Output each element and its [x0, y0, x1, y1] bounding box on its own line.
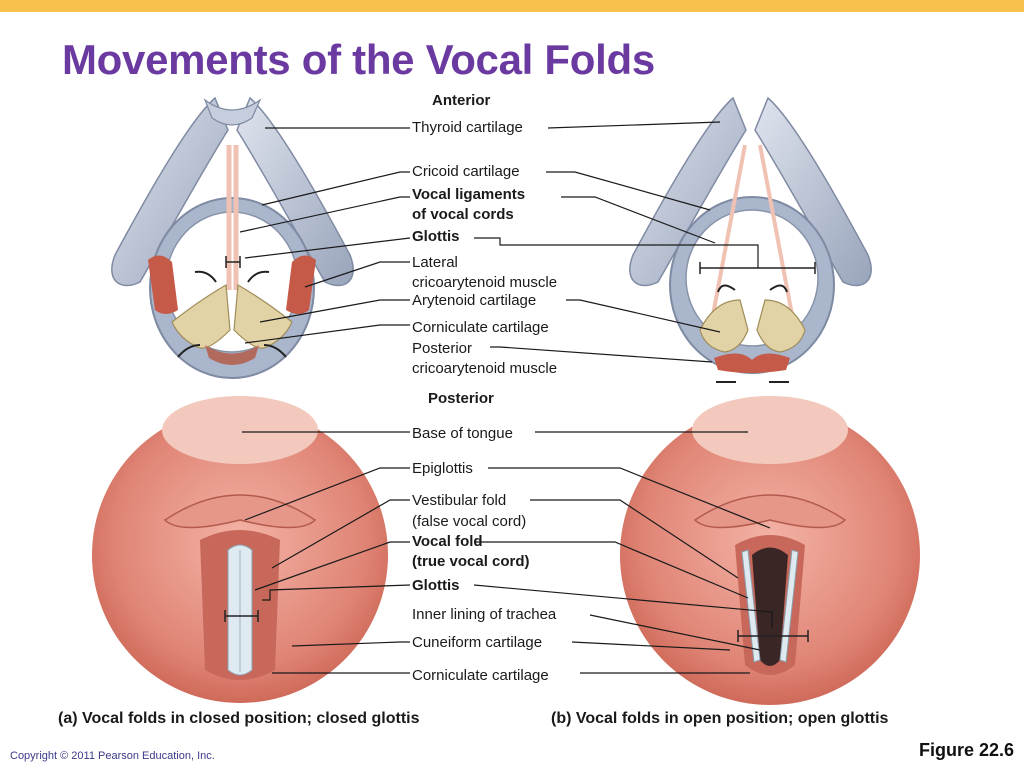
label-vestibular-fold: Vestibular fold	[412, 492, 507, 509]
label-base-of-tongue: Base of tongue	[412, 425, 513, 442]
anterior-label: Anterior	[432, 92, 491, 109]
label-glottis-bottom: Glottis	[412, 577, 460, 594]
label-thyroid-cartilage: Thyroid cartilage	[412, 119, 523, 136]
leader-lines	[239, 121, 773, 674]
closed-larynx-superior-view	[111, 96, 354, 379]
figure-number: Figure 22.6	[918, 740, 1014, 760]
label-lateral-cricoarytenoid-line2: cricoarytenoid muscle	[412, 274, 558, 291]
label-lateral-cricoarytenoid: Lateral	[412, 254, 458, 271]
caption-b: (b) Vocal folds in open position; open g…	[551, 710, 889, 727]
label-vestibular-fold-line2: (false vocal cord)	[412, 513, 527, 530]
label-corniculate-cartilage-top: Corniculate cartilage	[412, 319, 549, 336]
posterior-label: Posterior	[428, 390, 494, 407]
label-vocal-fold-line2: (true vocal cord)	[412, 553, 530, 570]
label-epiglottis: Epiglottis	[412, 460, 473, 477]
label-vocal-ligaments-line2: of vocal cords	[412, 206, 514, 223]
open-glottis-laryngoscopic-view	[620, 396, 920, 705]
label-corniculate-cartilage-bottom: Corniculate cartilage	[412, 667, 549, 684]
top-accent-bar	[0, 0, 1024, 12]
label-vocal-ligaments: Vocal ligaments	[412, 186, 526, 203]
label-inner-lining-of-trachea: Inner lining of trachea	[412, 606, 557, 623]
closed-glottis-laryngoscopic-view	[92, 396, 388, 703]
label-glottis-top: Glottis	[412, 228, 460, 245]
label-cuneiform-cartilage: Cuneiform cartilage	[412, 634, 543, 651]
copyright-notice: Copyright © 2011 Pearson Education, Inc.	[10, 750, 215, 762]
caption-a: (a) Vocal folds in closed position; clos…	[58, 710, 420, 727]
label-cricoid-cartilage: Cricoid cartilage	[412, 163, 520, 180]
label-vocal-fold: Vocal fold	[412, 533, 483, 550]
label-arytenoid-cartilage: Arytenoid cartilage	[412, 292, 537, 309]
open-larynx-superior-view	[629, 96, 872, 383]
label-posterior-cricoarytenoid: Posterior	[412, 340, 473, 357]
label-posterior-cricoarytenoid-line2: cricoarytenoid muscle	[412, 360, 558, 377]
page-title: Movements of the Vocal Folds	[62, 36, 655, 83]
